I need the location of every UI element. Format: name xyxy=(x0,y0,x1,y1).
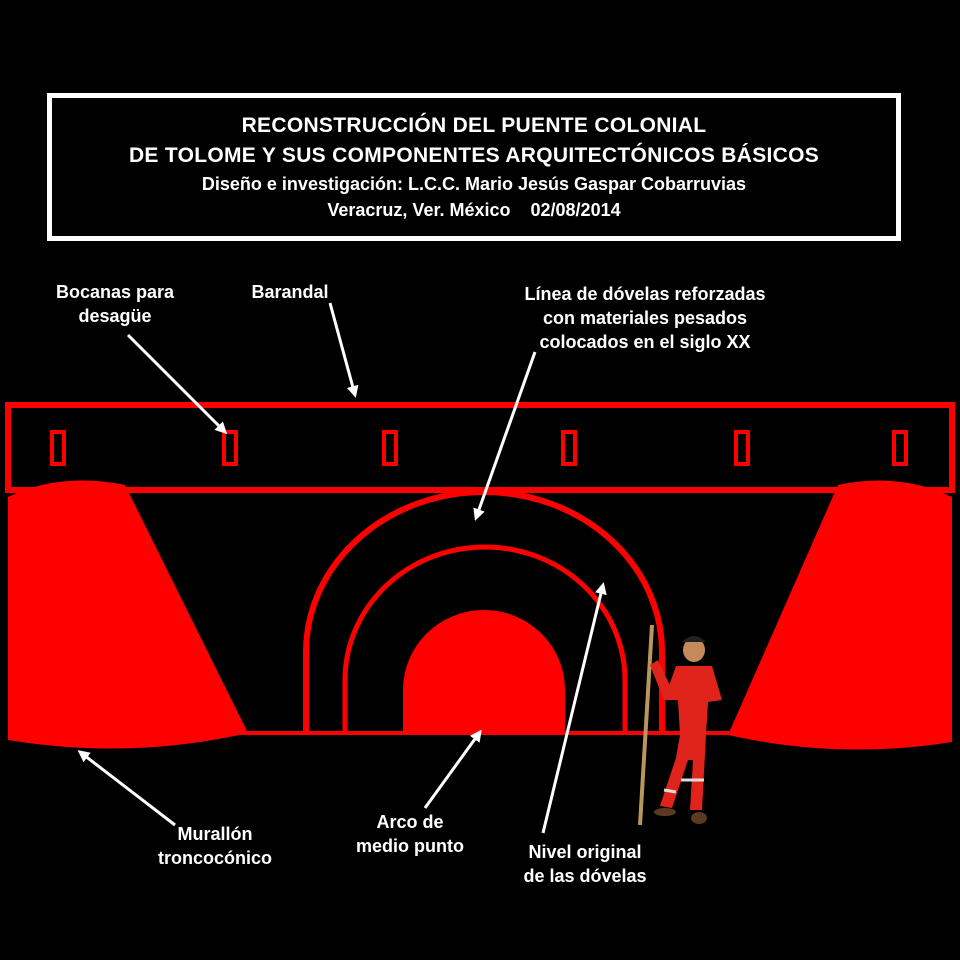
bocana xyxy=(382,430,398,466)
arco-medio-punto xyxy=(403,610,565,733)
arrows xyxy=(77,302,607,834)
murallon-right xyxy=(728,480,952,750)
worker-arm xyxy=(650,660,672,700)
worker-head xyxy=(683,638,705,662)
bocana xyxy=(734,430,750,466)
bocana xyxy=(561,430,577,466)
location: Veracruz, Ver. México xyxy=(327,200,511,220)
title-line-1: RECONSTRUCCIÓN DEL PUENTE COLONIAL xyxy=(241,114,707,137)
label-arco: Arco de medio punto xyxy=(356,812,464,856)
arch-middle xyxy=(342,544,628,733)
barandal xyxy=(5,402,955,493)
bocanas xyxy=(50,430,908,466)
label-nivel-original: Nivel original de las dóvelas xyxy=(523,842,647,886)
label-murallon: Murallón troncocónico xyxy=(157,824,272,868)
label-bocanas: Bocanas para desagüe xyxy=(55,282,175,326)
worker-legs xyxy=(660,735,706,810)
title-line-2: DE TOLOME Y SUS COMPONENTES ARQUITECTÓNI… xyxy=(128,144,820,167)
label-barandal: Barandal xyxy=(251,282,329,302)
title-box: RECONSTRUCCIÓN DEL PUENTE COLONIAL DE TO… xyxy=(47,93,901,241)
bocana xyxy=(222,430,238,466)
wooden-staff xyxy=(638,624,654,826)
worker-figure xyxy=(638,624,722,826)
murallon-left xyxy=(8,480,248,749)
arrow-bocanas xyxy=(126,333,228,435)
arrow-dovelas-reforzadas xyxy=(473,351,537,521)
bocana xyxy=(892,430,908,466)
arrow-nivel-original xyxy=(541,582,607,834)
worker-torso xyxy=(664,666,722,735)
arrow-murallon xyxy=(77,750,176,827)
arrow-barandal xyxy=(328,302,359,398)
location-date-line: Veracruz, Ver. México 02/08/2014 xyxy=(327,197,620,223)
label-dovelas-reforzadas: Línea de dóvelas reforzadas con material… xyxy=(524,284,766,352)
arrow-arco xyxy=(423,729,482,809)
bocana xyxy=(50,430,66,466)
date: 02/08/2014 xyxy=(530,200,621,220)
credits-line: Diseño e investigación: L.C.C. Mario Jes… xyxy=(201,174,747,194)
